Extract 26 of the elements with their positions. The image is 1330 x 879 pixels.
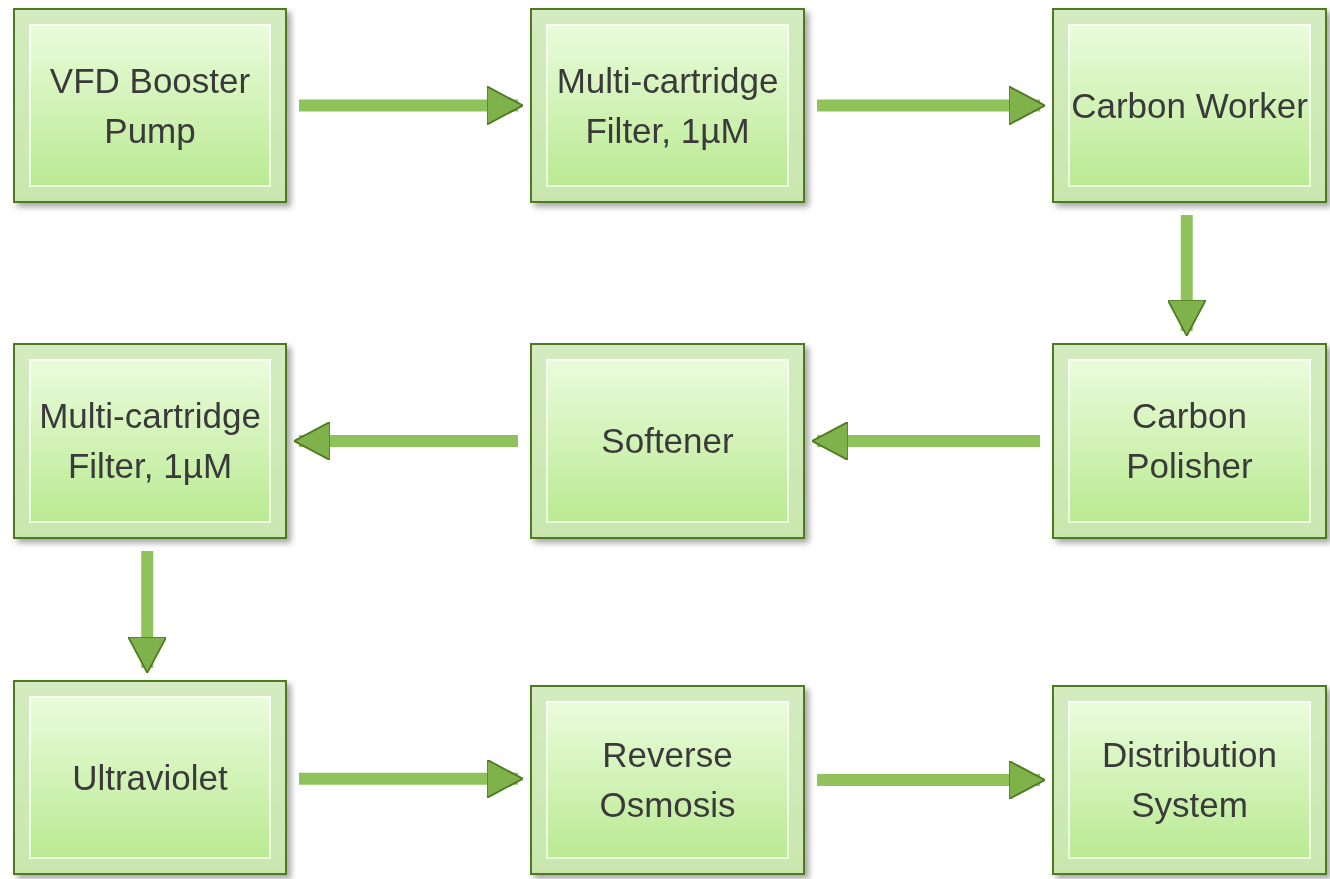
process-box bbox=[530, 8, 805, 203]
process-box bbox=[13, 8, 287, 203]
box-label: Ultraviolet bbox=[72, 756, 228, 799]
box-label: Softener bbox=[601, 420, 734, 462]
box-label: VFD Booster Pump bbox=[48, 59, 252, 152]
process-box bbox=[1052, 685, 1327, 875]
arrow bbox=[1166, 215, 1207, 337]
process-box bbox=[1052, 8, 1327, 203]
arrow bbox=[293, 420, 518, 462]
arrow bbox=[817, 85, 1046, 126]
box-label: Multi-cartridge Filter, 1µM bbox=[38, 395, 262, 487]
box-label: Reverse Osmosis bbox=[598, 734, 737, 826]
arrow bbox=[811, 420, 1040, 462]
arrow bbox=[127, 551, 168, 674]
process-box bbox=[1052, 343, 1327, 539]
box-label: Carbon Worker bbox=[1071, 84, 1308, 127]
process-box bbox=[13, 680, 287, 875]
box-label: Distribution System bbox=[1100, 734, 1279, 826]
process-box bbox=[530, 343, 805, 539]
box-label: Multi-cartridge Filter, 1µM bbox=[555, 59, 780, 152]
arrow bbox=[299, 758, 524, 799]
process-box bbox=[530, 685, 805, 875]
arrow bbox=[817, 759, 1046, 801]
arrow bbox=[299, 85, 524, 126]
process-box bbox=[13, 343, 287, 539]
box-label: Carbon Polisher bbox=[1125, 395, 1254, 487]
